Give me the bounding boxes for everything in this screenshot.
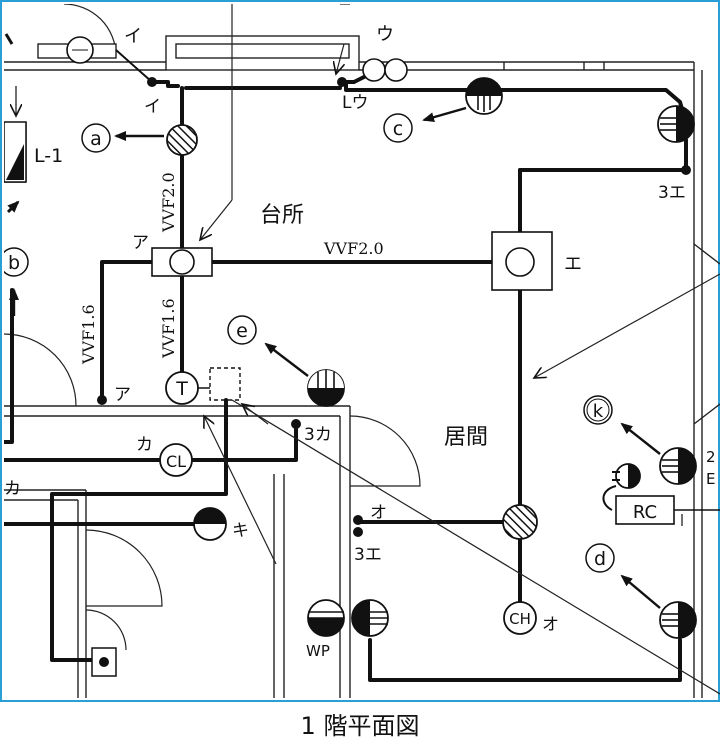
- circle-label-a: a: [81, 123, 111, 153]
- chandelier-ch: CH オ: [503, 601, 559, 635]
- label-i-top: イ: [124, 26, 142, 47]
- label-i-switch: イ: [144, 97, 161, 117]
- svg-text:b: b: [8, 252, 20, 274]
- kitchen-joint-box: [166, 124, 198, 156]
- switch-box-bottom: [91, 647, 117, 677]
- outlet-k: k: [583, 395, 697, 485]
- indicator-lines: [200, 4, 720, 695]
- l1-fixture: L-1: [4, 33, 63, 214]
- circle-label-b: b: [4, 247, 29, 316]
- top-left-bracket-light: イ イ: [37, 26, 161, 117]
- svg-text:CL: CL: [166, 452, 186, 471]
- label-e-box: エ: [564, 254, 582, 275]
- l1-label: L-1: [34, 145, 63, 167]
- outlet-top-right: [657, 105, 695, 143]
- label-3e-bottom: 3エ: [354, 545, 382, 565]
- label-u: ウ: [376, 24, 394, 45]
- svg-text:c: c: [393, 118, 403, 140]
- plug-symbol: [602, 463, 641, 511]
- ceiling-light-cl: CL カ: [136, 435, 193, 477]
- svg-text:CH: CH: [509, 610, 531, 628]
- svg-text:T: T: [175, 378, 188, 400]
- outlet-wp: WP: [306, 599, 345, 660]
- cable-vvf16-left: VVF1.6: [79, 304, 98, 365]
- light-ki: キ: [193, 507, 249, 541]
- figure-caption: 1 階平面図: [300, 712, 420, 740]
- svg-text:d: d: [594, 548, 606, 570]
- room-kitchen: 台所: [260, 203, 304, 228]
- kitchen-ceiling-light-a: ア: [132, 233, 213, 277]
- label-3ka: 3カ: [304, 425, 332, 445]
- label-ka-left: カ: [4, 479, 21, 499]
- svg-text:RC: RC: [633, 502, 657, 523]
- cable-vvf16-center: VVF1.6: [159, 298, 178, 359]
- svg-text:k: k: [593, 401, 604, 422]
- switch-i-dot: [147, 77, 157, 87]
- svg-text:WP: WP: [306, 642, 330, 660]
- walls: [4, 4, 720, 698]
- label-ka-cl: カ: [136, 435, 153, 455]
- label-3e-top: 3エ: [658, 183, 686, 203]
- cable-vvf20-horizontal: VVF2.0: [323, 239, 384, 258]
- cable-vvf20-vertical: VVF2.0: [159, 172, 178, 233]
- fluorescent-u: ウ Lウ: [337, 24, 408, 113]
- wiring: [4, 74, 688, 682]
- svg-text:e: e: [236, 320, 248, 342]
- label-lu: Lウ: [342, 93, 368, 113]
- label-a-switch: ア: [114, 385, 131, 405]
- floor-plan-drawing: L-1: [4, 4, 720, 698]
- switch-a-dot: [97, 395, 107, 405]
- switch-3e-dot: [681, 165, 691, 175]
- label-o-ch: オ: [542, 615, 559, 635]
- living-joint-box: [502, 504, 538, 540]
- label-o-switch: オ: [370, 503, 387, 523]
- room-living: 居間: [444, 425, 488, 450]
- transformer-t: T: [165, 367, 241, 405]
- svg-text:a: a: [90, 128, 102, 150]
- label-a-box: ア: [132, 233, 149, 253]
- label-edge-e: E: [706, 470, 715, 488]
- outlet-e: e: [227, 315, 345, 407]
- outlet-hall-right: [351, 599, 389, 637]
- outlet-c: c: [383, 77, 503, 143]
- outlet-d: d: [585, 543, 697, 639]
- remote-control-rc: RC: [615, 495, 720, 526]
- label-edge-2: 2: [706, 448, 716, 466]
- living-ceiling-light-e: エ: [491, 231, 582, 291]
- svg-text:キ: キ: [232, 521, 249, 541]
- floor-plan-frame: L-1: [0, 0, 720, 702]
